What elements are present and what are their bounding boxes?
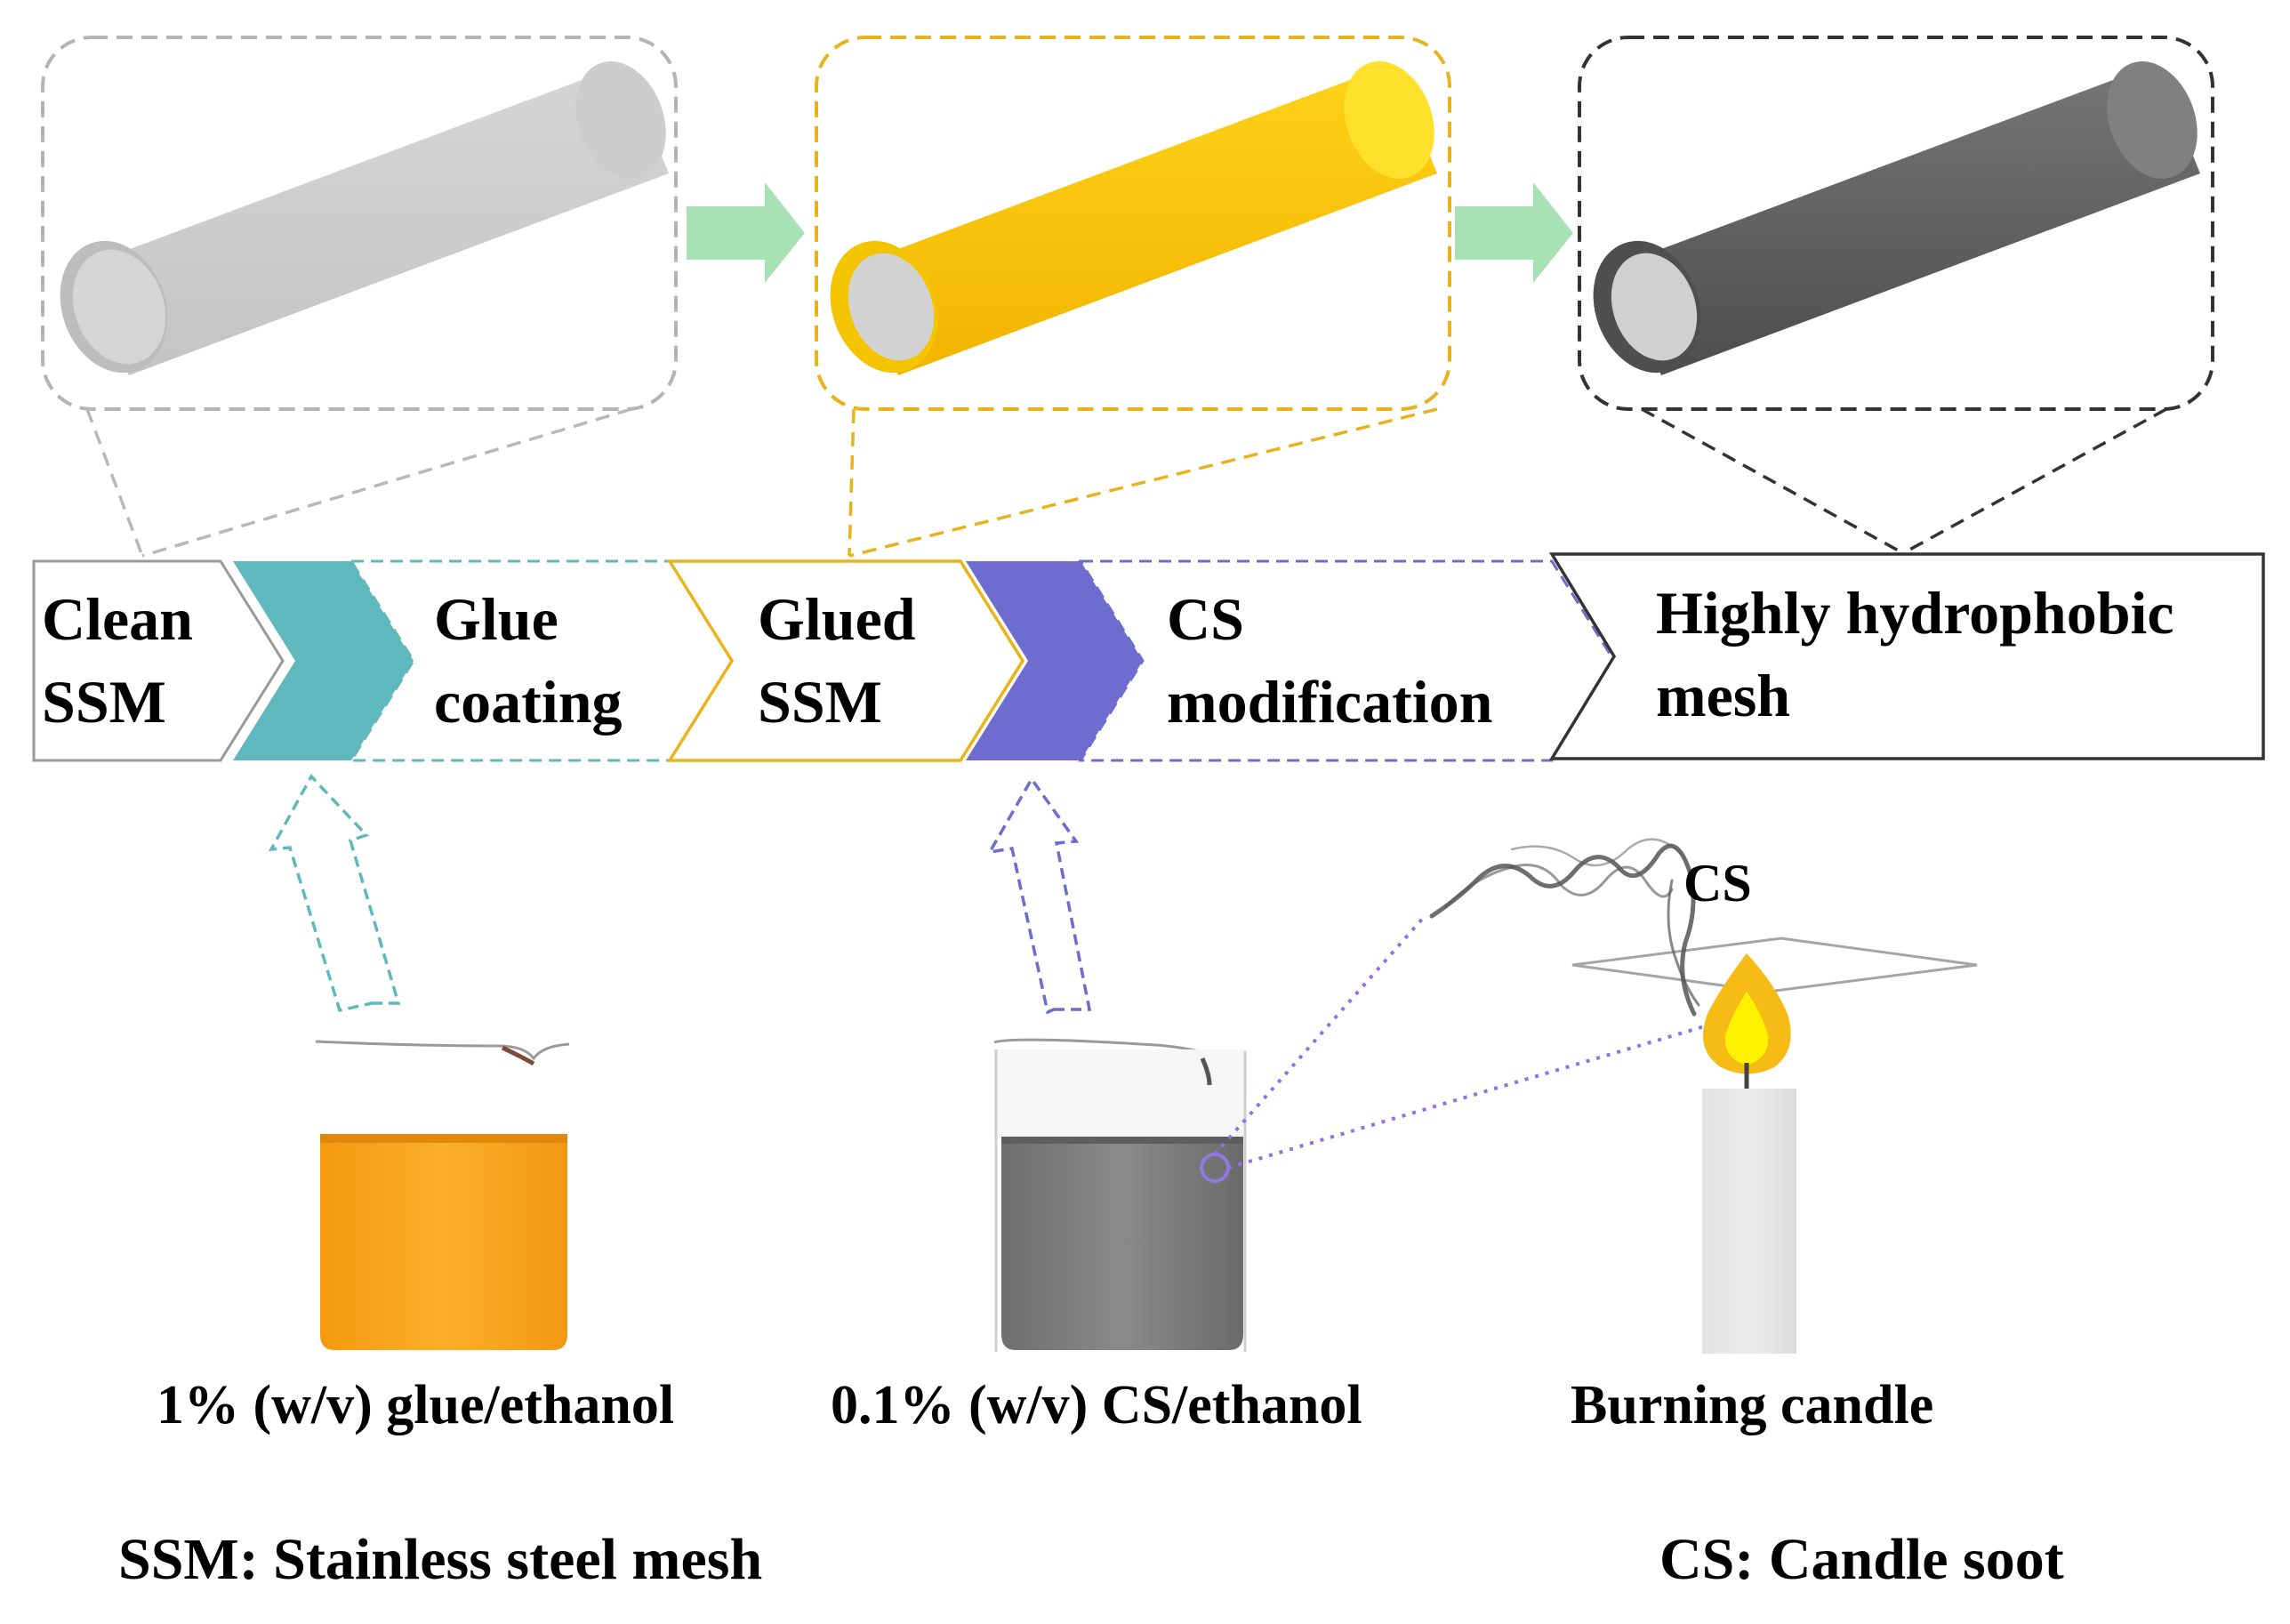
step-cs-label-1: CS xyxy=(1167,585,1244,653)
step-glue-label-2: coating xyxy=(434,668,623,736)
burning-candle xyxy=(1429,838,1978,1354)
step-final-label-2: mesh xyxy=(1656,662,1790,729)
step-cs-label-2: modification xyxy=(1167,668,1492,736)
step-cs-modification xyxy=(1078,559,1616,762)
chevron-purple-icon xyxy=(966,561,1145,760)
clean-wire-panel xyxy=(41,36,678,411)
panel-connectors xyxy=(85,407,2167,558)
candle-caption: Burning candle xyxy=(1571,1375,1933,1435)
smoke-icon xyxy=(1429,838,1700,1017)
final-wire-panel xyxy=(1578,36,2214,411)
candle-body xyxy=(1702,1089,1796,1354)
arrow-right-icon xyxy=(687,182,805,283)
cs-solution-caption: 0.1% (w/v) CS/ethanol xyxy=(831,1375,1362,1435)
step-final-label-1: Highly hydrophobic xyxy=(1656,579,2174,647)
legend-ssm: SSM: Stainless steel mesh xyxy=(118,1527,762,1592)
step-highly-hydrophobic-mesh xyxy=(1548,552,2265,760)
step-clean-label-2: SSM xyxy=(42,668,166,736)
step-clean-ssm xyxy=(32,559,285,762)
arrow-up-teal-icon xyxy=(268,774,401,1013)
final-wire-cylinder xyxy=(1593,61,2200,375)
step-clean-label-1: Clean xyxy=(42,585,193,653)
clean-wire-cylinder xyxy=(60,61,669,375)
legend-cs: CS: Candle soot xyxy=(1659,1527,2064,1592)
arrow-right-icon xyxy=(1455,182,1573,283)
cs-link-lines xyxy=(1213,914,1717,1170)
step-glue-label-1: Glue xyxy=(434,585,558,653)
step-glued-label-2: SSM xyxy=(758,668,882,736)
cs-beaker xyxy=(993,1038,1247,1352)
step-glued-ssm xyxy=(666,559,1025,762)
glue-beaker xyxy=(315,1040,570,1350)
step-glued-label-1: Glued xyxy=(758,585,916,653)
glass-plate xyxy=(1571,937,1978,993)
cs-smoke-label: CS xyxy=(1683,854,1752,912)
glued-wire-panel xyxy=(815,36,1451,411)
glued-wire-cylinder xyxy=(830,61,1437,375)
chevron-teal-icon xyxy=(233,561,416,760)
process-row: Clean SSM Glue coating Glued SSM CS modi… xyxy=(32,552,2265,762)
glue-solution-caption: 1% (w/v) glue/ethanol xyxy=(157,1375,674,1435)
arrow-up-purple-icon xyxy=(986,776,1092,1015)
